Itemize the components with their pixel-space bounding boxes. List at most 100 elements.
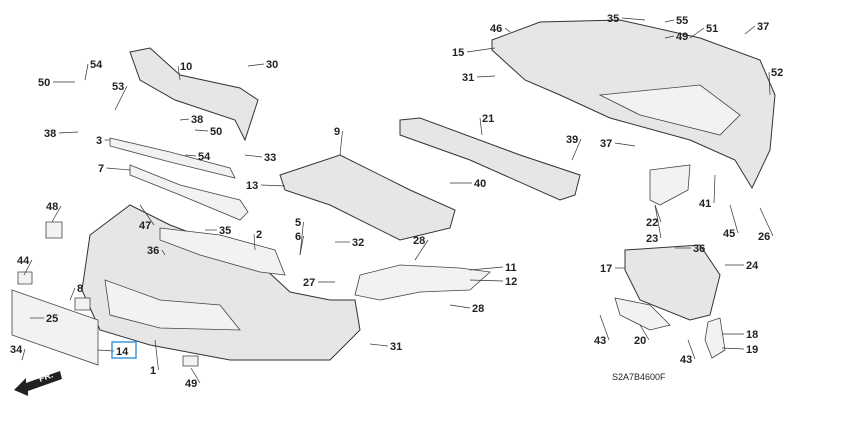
callout-22: 22 [646,217,658,229]
leader-line [476,75,496,78]
callout-28: 28 [413,235,425,247]
callout-40: 40 [474,178,486,190]
arrow-icon [14,371,62,396]
leader-line [768,71,771,96]
leader-line [106,167,131,171]
callout-17: 17 [600,263,612,275]
side-bracket [354,264,491,301]
rear-bracket-17 [624,244,721,321]
leader-line [184,154,197,157]
side-spacer-18 [704,317,726,359]
callout-24: 24 [746,260,759,272]
leader-line [260,184,286,187]
callout-41: 41 [699,198,711,210]
callout-49: 49 [676,31,688,43]
callout-10: 10 [180,61,192,73]
leader-line [114,85,128,111]
leader-line [469,279,504,282]
callout-55: 55 [676,15,688,27]
callout-15: 15 [452,47,464,59]
callout-39: 39 [566,134,578,146]
leader-line [504,27,511,33]
leader-line [687,339,696,360]
front-marker: FR. [37,370,54,384]
callout-37: 37 [600,138,612,150]
front-bumper-grille [104,279,241,331]
callout-30: 30 [266,59,278,71]
leader-line [689,27,705,39]
leader-line [466,47,496,53]
license-plate-base [11,289,99,366]
leader-line [161,249,166,256]
diagram-code: S2A7B4600F [612,372,666,382]
leader-line [23,259,33,276]
leader-line [621,17,646,21]
callout-52: 52 [771,67,783,79]
callout-20: 20 [634,335,646,347]
callout-36: 36 [147,245,159,257]
rear-bumper-lower [598,84,741,136]
callout-1: 1 [150,365,156,377]
callout-38: 38 [44,128,56,140]
leader-line [339,130,343,156]
callout-32: 32 [352,237,364,249]
callout-50: 50 [210,126,222,138]
callout-46: 46 [490,23,502,35]
callout-35: 35 [219,225,231,237]
callout-35: 35 [607,13,619,25]
leader-line [179,118,190,121]
leader-line [139,204,155,226]
leader-line [414,239,429,261]
leader-line [729,204,739,234]
callout-54: 54 [90,59,103,71]
front-beam [279,154,456,241]
callout-34: 34 [10,344,23,356]
leader-line [571,138,582,161]
callout-53: 53 [112,81,124,93]
leader-line [244,154,263,158]
callout-7: 7 [98,163,104,175]
callout-26: 26 [758,231,770,243]
leader-line [664,35,675,39]
parts-drawings [11,19,776,367]
leader-line [253,233,256,251]
leader-line [721,347,745,350]
callout-54: 54 [198,151,211,163]
front-direction-arrow: FR. [14,370,62,396]
callout-5: 5 [295,217,301,229]
callout-9: 9 [334,126,340,138]
leader-line [58,131,79,134]
callout-18: 18 [746,329,758,341]
leader-line [654,204,662,239]
cap-44 [17,271,33,285]
callout-27: 27 [303,277,315,289]
leader-line [599,314,610,341]
rear-bracket-20 [614,297,671,331]
leader-line [759,207,774,237]
callout-33: 33 [264,152,276,164]
callout-43: 43 [680,354,692,366]
callout-6: 6 [295,231,301,243]
leader-line [51,205,62,223]
emblem-8 [74,297,91,311]
leader-line [21,348,26,361]
callout-31: 31 [462,72,474,84]
leader-line [69,287,76,301]
callout-43: 43 [594,335,606,347]
highlight-box [111,341,137,359]
leader-lines [21,17,774,384]
rear-beam [399,117,581,201]
callout-2: 2 [256,229,262,241]
callout-14: 14 [116,346,129,358]
callout-28: 28 [472,303,484,315]
callout-45: 45 [723,228,735,240]
leader-line [469,266,504,271]
callout-36: 36 [693,243,705,255]
callout-47: 47 [139,220,151,232]
leader-line [154,339,159,371]
callout-37: 37 [757,21,769,33]
leader-line [654,204,662,223]
leader-line [744,25,756,35]
